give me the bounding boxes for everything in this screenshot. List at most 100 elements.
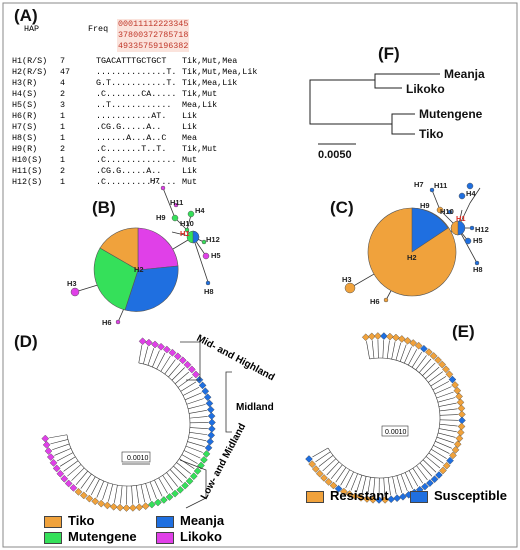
tree-tip-marker (60, 474, 69, 483)
tree-leaf-branch (428, 371, 443, 383)
tree-tip-marker (42, 441, 51, 449)
label-h10: H10 (180, 219, 194, 228)
tree-leaf-branch (439, 428, 457, 433)
tree-tip-marker (103, 501, 112, 510)
tree-tip-marker (367, 332, 376, 341)
node-h10 (447, 209, 453, 215)
tree-leaf-branch (408, 470, 419, 487)
label-h7: H7 (414, 180, 424, 189)
tree-leaf-branch (392, 476, 397, 495)
tree-leaf-branch (373, 477, 376, 496)
tree-leaf-branch (54, 448, 72, 456)
tree-tip-marker (448, 375, 457, 384)
label-h8: H8 (204, 287, 214, 296)
tree-tip-marker (449, 451, 457, 460)
scale-box-d (121, 451, 151, 463)
tree-tip-marker (160, 496, 168, 504)
tree-leaf-branch (52, 443, 70, 451)
hap-freq: 3 (60, 100, 66, 110)
label-h12: H12 (206, 235, 220, 244)
hap-pops: Tik,Mut (182, 89, 218, 99)
swatch-mutengene (44, 531, 62, 544)
tree-leaf-branch (186, 398, 204, 405)
hap-pops: Mea (182, 133, 198, 143)
node-h7 (160, 185, 166, 191)
tree-tip-marker (442, 365, 450, 374)
tree-leaf-branch (387, 477, 391, 496)
tree-tip-marker (200, 456, 208, 464)
tree-tip-marker (52, 464, 61, 473)
tree-leaf-branch (143, 346, 149, 365)
hap-name: H12(S) (12, 177, 43, 187)
tree-tip-marker (386, 332, 394, 341)
tree-leaf-branch (173, 465, 187, 479)
hap-name: H3(R) (12, 78, 38, 88)
legend-label: Likoko (180, 529, 222, 544)
tree-leaf-branch (184, 392, 202, 401)
legend-item-resistant: Resistant (306, 488, 389, 503)
tree-leaf-branch (411, 351, 423, 368)
tree-leaf-branch (131, 485, 133, 504)
legend-label: Susceptible (434, 488, 507, 503)
tree-leaf-branch (439, 414, 458, 416)
tree-tip-marker (85, 494, 94, 503)
hap-pops: Tik,Mea,Lik (182, 78, 238, 88)
tree-tip-marker (392, 333, 400, 342)
tree-leaf-branch (168, 363, 181, 378)
tree-leaf-branch (108, 484, 114, 502)
tree-leaf-branch (419, 462, 433, 477)
tree-leaf-branch (180, 381, 197, 392)
tree-tip-marker (178, 356, 187, 365)
tree-tip-marker (204, 444, 213, 452)
tree-leaf-branch (188, 404, 206, 410)
tree-leaf-branch (59, 456, 76, 467)
swatch-likoko (156, 531, 174, 544)
tree-leaf-branch (90, 478, 100, 496)
tree-f (309, 73, 440, 145)
tree-leaf-branch (75, 470, 88, 486)
hap-freq: 2 (60, 89, 66, 99)
tree-leaf-branch (160, 355, 171, 372)
hap-name: H8(S) (12, 133, 38, 143)
node-h5 (464, 237, 472, 245)
scale-label-f: 0.0050 (318, 149, 352, 161)
tree-tip-marker (315, 469, 324, 478)
taxon-mutengene: Mutengene (419, 107, 483, 121)
tree-leaf-branch (80, 473, 92, 489)
group-low-midland: Low- and Midland (199, 422, 248, 502)
hap-seq: ......A...A..C (96, 133, 167, 143)
tree-tip-marker (116, 503, 124, 512)
panel-f-label: (F) (378, 44, 400, 63)
tree-tip-marker (208, 418, 216, 427)
tree-leaf-branch (162, 475, 174, 491)
pie-slice-meanja (124, 265, 179, 312)
edge (192, 236, 209, 283)
tree-tip-marker (456, 428, 465, 437)
label-h5: H5 (473, 236, 483, 245)
tree-leaf-branch (395, 342, 402, 361)
tree-leaf-branch (366, 341, 370, 359)
tree-leaf-branch (49, 434, 67, 439)
hap-seq: ...........AT. (96, 111, 167, 121)
hap-freq: 1 (60, 133, 66, 143)
hap-name: H11(S) (12, 166, 43, 176)
tree-leaf-branch (171, 367, 185, 381)
tree-tip-marker (193, 467, 202, 475)
tree-tip-marker (129, 504, 137, 512)
panel-d-label: (D) (14, 332, 38, 351)
tree-tip-marker (202, 450, 211, 458)
tree-leaf-branch (425, 456, 441, 469)
tree-tip-marker (421, 482, 429, 491)
hap-header: HAP (24, 24, 40, 34)
hap-seq: .CG.G.....A.. (96, 166, 162, 176)
tree-tip-marker (173, 352, 182, 361)
tree-tip-marker (363, 495, 371, 503)
tree-tip-marker (91, 497, 100, 506)
tree-leaf-branch (114, 485, 118, 503)
tree-branch (309, 100, 415, 125)
tree-leaf-branch (140, 484, 146, 503)
tree-leaf-branch (152, 350, 160, 368)
tree-leaf-branch (67, 464, 82, 477)
hap-seq: .C.............. (96, 155, 177, 165)
